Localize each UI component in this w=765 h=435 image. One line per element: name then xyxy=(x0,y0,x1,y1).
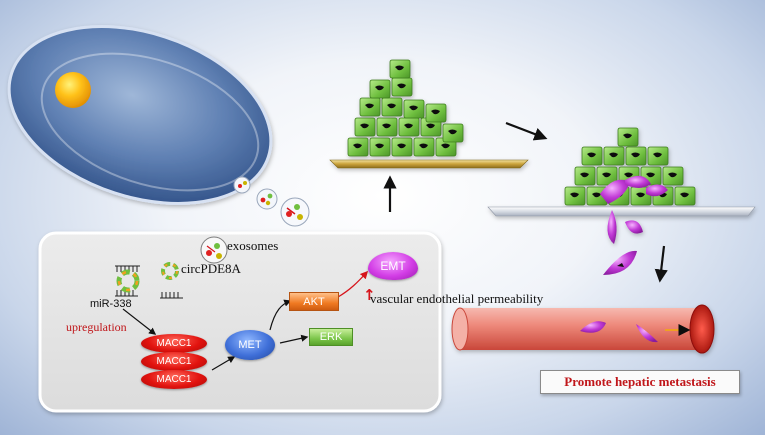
up-arrow-icon: ↑ xyxy=(363,286,376,304)
akt-node: AKT xyxy=(289,292,339,311)
macc1-node-1: MACC1 xyxy=(141,334,207,353)
metastasis-caption: Promote hepatic metastasis xyxy=(540,370,740,394)
tumor-cell xyxy=(7,25,273,205)
permeability-label: vascular endothelial permeability xyxy=(370,291,544,306)
primary-tumor-cluster xyxy=(329,59,529,169)
pathway-arrows xyxy=(122,299,309,371)
akt-emt-arrow xyxy=(337,270,369,298)
mechanism-panel xyxy=(38,231,442,413)
mir338-label: miR-338 xyxy=(90,298,132,310)
invasive-tumor-cluster xyxy=(487,127,756,244)
blood-vessel xyxy=(451,304,715,354)
mirna-circ-complex xyxy=(115,262,183,299)
nucleus xyxy=(55,72,91,108)
exosome-icon xyxy=(200,236,228,264)
upregulation-label: upregulation xyxy=(66,320,127,334)
circpde8a-label: circPDE8A xyxy=(181,261,241,276)
migrating-cancer-cell xyxy=(603,250,637,275)
flow-arrows xyxy=(383,121,668,283)
emt-node: EMT xyxy=(368,252,418,280)
exosome-release xyxy=(233,176,310,227)
erk-node: ERK xyxy=(309,328,353,346)
macc1-node-2: MACC1 xyxy=(141,352,207,371)
exosomes-label: exosomes xyxy=(227,238,279,253)
macc1-node-3: MACC1 xyxy=(141,370,207,389)
met-node: MET xyxy=(225,330,275,360)
